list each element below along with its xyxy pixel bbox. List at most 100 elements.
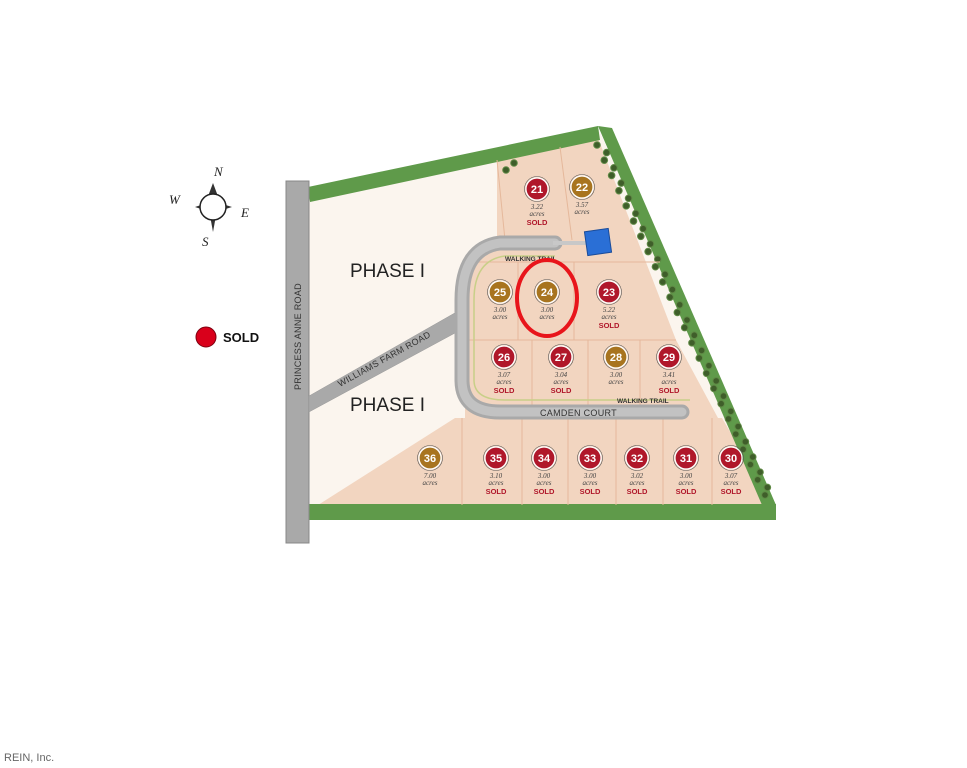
- lot-acres-unit: acres: [497, 378, 512, 386]
- lot-sold-label: SOLD: [494, 386, 515, 395]
- lot-acres-unit: acres: [489, 479, 504, 487]
- highlight-ring: [515, 258, 579, 338]
- tree-icon: [731, 430, 740, 438]
- tree-icon: [632, 209, 640, 218]
- tree-icon: [748, 453, 757, 461]
- lot-acres-unit: acres: [537, 479, 552, 487]
- lot-acres: 3.07: [497, 371, 511, 379]
- lot-number: 26: [498, 352, 510, 364]
- tree-icon: [644, 247, 652, 256]
- available-marker-icon: [570, 175, 594, 199]
- tree-icon: [658, 278, 667, 286]
- lot-acres-unit: acres: [583, 479, 598, 487]
- sold-marker-icon: [484, 446, 508, 470]
- phase-label-2: PHASE I: [350, 395, 425, 416]
- lot-number: 36: [424, 453, 436, 465]
- tree-icon: [651, 262, 660, 271]
- lot-sold-label: SOLD: [659, 386, 680, 395]
- amenity-square: [583, 227, 613, 257]
- lot-sold-label: SOLD: [627, 487, 648, 496]
- lot-number: 34: [538, 453, 551, 465]
- tree-icon: [615, 186, 623, 195]
- lot-acres: 3.00: [583, 472, 597, 480]
- lot-number: 33: [584, 453, 596, 465]
- lot-number: 31: [680, 453, 692, 465]
- tree-icon: [624, 194, 633, 203]
- lot-acres: 3.10: [489, 472, 503, 480]
- lot-sold-label: SOLD: [527, 218, 548, 227]
- compass: N S E W: [169, 164, 249, 249]
- walking-trail-label-top: WALKING TRAIL: [505, 256, 557, 263]
- lot-lines: [461, 146, 713, 505]
- tree-icon: [727, 407, 735, 416]
- lot-markers: 213.22acresSOLD223.57acres253.00acres243…: [417, 174, 744, 496]
- tree-icon: [653, 255, 662, 263]
- lot-acres: 3.57: [575, 201, 589, 209]
- lot-number: 27: [555, 352, 567, 364]
- compass-n: N: [213, 164, 224, 179]
- sold-marker-icon: [597, 280, 621, 304]
- lot-acres: 3.41: [662, 371, 675, 379]
- lot-acres-unit: acres: [554, 378, 569, 386]
- lot-acres-unit: acres: [575, 208, 590, 216]
- tree-icon: [637, 232, 645, 241]
- tree-icon: [741, 437, 750, 446]
- tree-icon: [683, 316, 691, 324]
- tree-icon: [617, 179, 626, 187]
- lot-acres-unit: acres: [679, 479, 694, 487]
- tree-icon: [622, 202, 631, 210]
- lot-number: 25: [494, 287, 506, 299]
- lot-acres: 7.00: [424, 472, 437, 480]
- sold-marker-icon: [657, 345, 681, 369]
- lot-number: 30: [725, 453, 737, 465]
- tree-icon: [661, 270, 669, 279]
- tree-icon: [602, 148, 611, 157]
- legend-label: SOLD: [223, 330, 259, 345]
- sold-marker-icon: [532, 446, 556, 470]
- tree-icon: [739, 445, 747, 454]
- sold-marker-icon: [674, 446, 698, 470]
- lot-acres-unit: acres: [602, 313, 617, 321]
- tree-icon: [510, 159, 518, 167]
- tree-icon: [702, 369, 711, 378]
- lot-sold-label: SOLD: [486, 487, 507, 496]
- lot-sold-label: SOLD: [676, 487, 697, 496]
- lot-sold-label: SOLD: [721, 487, 742, 496]
- lot-acres: 3.00: [540, 306, 554, 314]
- tree-icon: [629, 217, 638, 225]
- sold-marker-icon: [719, 446, 743, 470]
- tree-icon: [600, 156, 609, 165]
- tree-icon: [746, 460, 755, 469]
- lot-acres-unit: acres: [609, 378, 624, 386]
- tree-icon: [639, 224, 647, 233]
- tree-icon: [688, 339, 696, 347]
- sold-legend-icon: [195, 326, 217, 348]
- camden-court-label: CAMDEN COURT: [540, 408, 617, 418]
- lot-acres-unit: acres: [423, 479, 438, 487]
- lot-acres: 3.00: [679, 472, 693, 480]
- compass-icon: [199, 193, 227, 221]
- lot-acres: 3.04: [554, 371, 568, 379]
- lot-number: 21: [531, 184, 543, 196]
- lot-number: 24: [541, 287, 554, 299]
- tree-icon: [734, 422, 742, 431]
- tree-icon: [712, 377, 721, 385]
- tree-icon: [710, 384, 718, 393]
- tree-icon: [724, 415, 733, 423]
- lot-sold-label: SOLD: [580, 487, 601, 496]
- sold-marker-icon: [525, 177, 549, 201]
- credit-text: REIN, Inc.: [4, 752, 55, 764]
- walking-trail-label-bottom: WALKING TRAIL: [617, 398, 669, 405]
- lot-acres: 3.00: [493, 306, 507, 314]
- tree-icon: [610, 164, 618, 172]
